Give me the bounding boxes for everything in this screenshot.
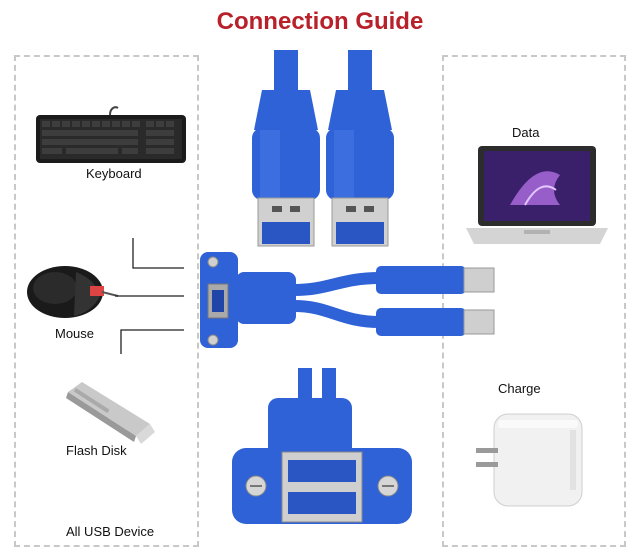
charger-icon bbox=[476, 413, 583, 507]
page-title: Connection Guide bbox=[216, 8, 424, 35]
left-panel bbox=[14, 55, 199, 547]
label-keyboard: Keyboard bbox=[86, 166, 142, 181]
usb-a-plugs bbox=[252, 50, 394, 247]
keyboard-icon bbox=[36, 106, 186, 163]
label-mouse: Mouse bbox=[55, 326, 95, 341]
right-panel bbox=[442, 55, 626, 547]
label-all-usb-device: All USB Device bbox=[66, 524, 155, 539]
laptop-icon bbox=[466, 146, 608, 244]
label-charge: Charge bbox=[498, 381, 541, 396]
panel-mount-usb-socket bbox=[232, 368, 412, 524]
mouse-icon bbox=[27, 266, 119, 318]
connector-lines bbox=[115, 238, 184, 354]
label-flash-disk: Flash Disk bbox=[66, 443, 127, 458]
label-data: Data bbox=[512, 125, 540, 140]
y-splitter-cable bbox=[200, 252, 495, 348]
flash-disk-icon bbox=[66, 382, 155, 444]
